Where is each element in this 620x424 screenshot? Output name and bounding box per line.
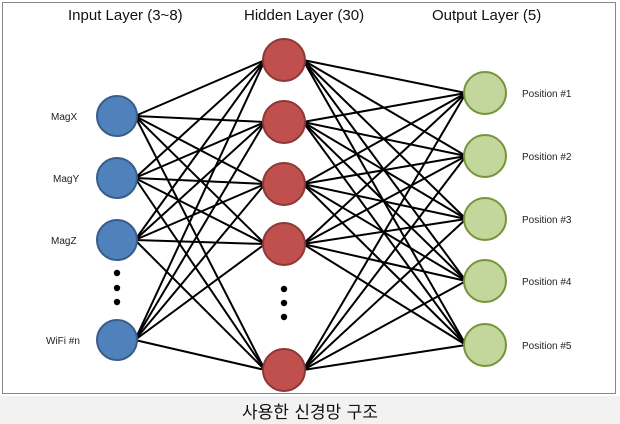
edge-input-hidden: [134, 59, 266, 341]
hidden-node: [262, 348, 306, 392]
edge-hidden-output: [302, 155, 467, 185]
ellipsis-dot: [280, 313, 288, 321]
connection-edges: [134, 59, 467, 371]
edge-hidden-output: [302, 92, 467, 245]
ellipsis-dot: [113, 284, 121, 292]
neural-network-diagram: MagX MagY MagZ WiFi #n Position #1 Position #…: [46, 38, 572, 392]
output-node-label: Position #2: [522, 152, 572, 163]
ellipsis-dot: [280, 299, 288, 307]
edge-input-hidden: [134, 339, 266, 371]
edge-input-hidden: [134, 121, 266, 341]
input-node: [96, 157, 138, 199]
network-nodes: [96, 38, 507, 392]
ellipsis-dot: [113, 269, 121, 277]
edge-hidden-output: [302, 59, 467, 94]
output-node-label: Position #5: [522, 341, 572, 352]
input-node: [96, 319, 138, 361]
input-node-label: MagX: [51, 112, 77, 123]
edge-hidden-output: [302, 280, 467, 371]
edge-input-hidden: [134, 239, 266, 245]
edge-input-hidden: [134, 183, 266, 241]
edge-hidden-output: [302, 183, 467, 220]
edge-input-hidden: [134, 59, 266, 179]
input-node-label: MagZ: [51, 236, 77, 247]
input-node: [96, 219, 138, 261]
input-node: [96, 95, 138, 137]
ellipsis-dot: [113, 298, 121, 306]
edge-input-hidden: [134, 183, 266, 341]
hidden-node: [262, 222, 306, 266]
hidden-node: [262, 38, 306, 82]
figure-caption: 사용한 신경망 구조: [242, 403, 378, 423]
hidden-node: [262, 100, 306, 144]
edge-hidden-output: [302, 155, 467, 371]
edge-hidden-output: [302, 92, 467, 371]
edge-input-hidden: [134, 243, 266, 341]
output-node: [463, 134, 507, 178]
input-node-label: WiFi #n: [46, 336, 80, 347]
output-layer-title: Output Layer (5): [432, 7, 542, 24]
node-labels: MagX MagY MagZ WiFi #n Position #1 Position #…: [46, 89, 572, 352]
input-layer-title: Input Layer (3~8): [68, 7, 183, 24]
edge-hidden-output: [302, 218, 467, 371]
edge-input-hidden: [134, 121, 266, 241]
output-node: [463, 323, 507, 367]
hidden-node: [262, 162, 306, 206]
edge-hidden-output: [302, 92, 467, 185]
hidden-layer-title: Hidden Layer (30): [244, 7, 365, 24]
output-node-label: Position #3: [522, 215, 572, 226]
edge-input-hidden: [134, 59, 266, 241]
edge-hidden-output: [302, 155, 467, 245]
ellipsis-dots: [113, 269, 288, 321]
input-node-label: MagY: [53, 174, 79, 185]
output-node-label: Position #4: [522, 277, 572, 288]
edge-input-hidden: [134, 239, 266, 371]
edge-hidden-output: [302, 92, 467, 123]
output-node: [463, 71, 507, 115]
edge-input-hidden: [134, 59, 266, 117]
output-node: [463, 197, 507, 241]
output-node: [463, 259, 507, 303]
edge-hidden-output: [302, 344, 467, 371]
output-node-label: Position #1: [522, 89, 572, 100]
ellipsis-dot: [280, 285, 288, 293]
caption-band: [0, 396, 620, 424]
